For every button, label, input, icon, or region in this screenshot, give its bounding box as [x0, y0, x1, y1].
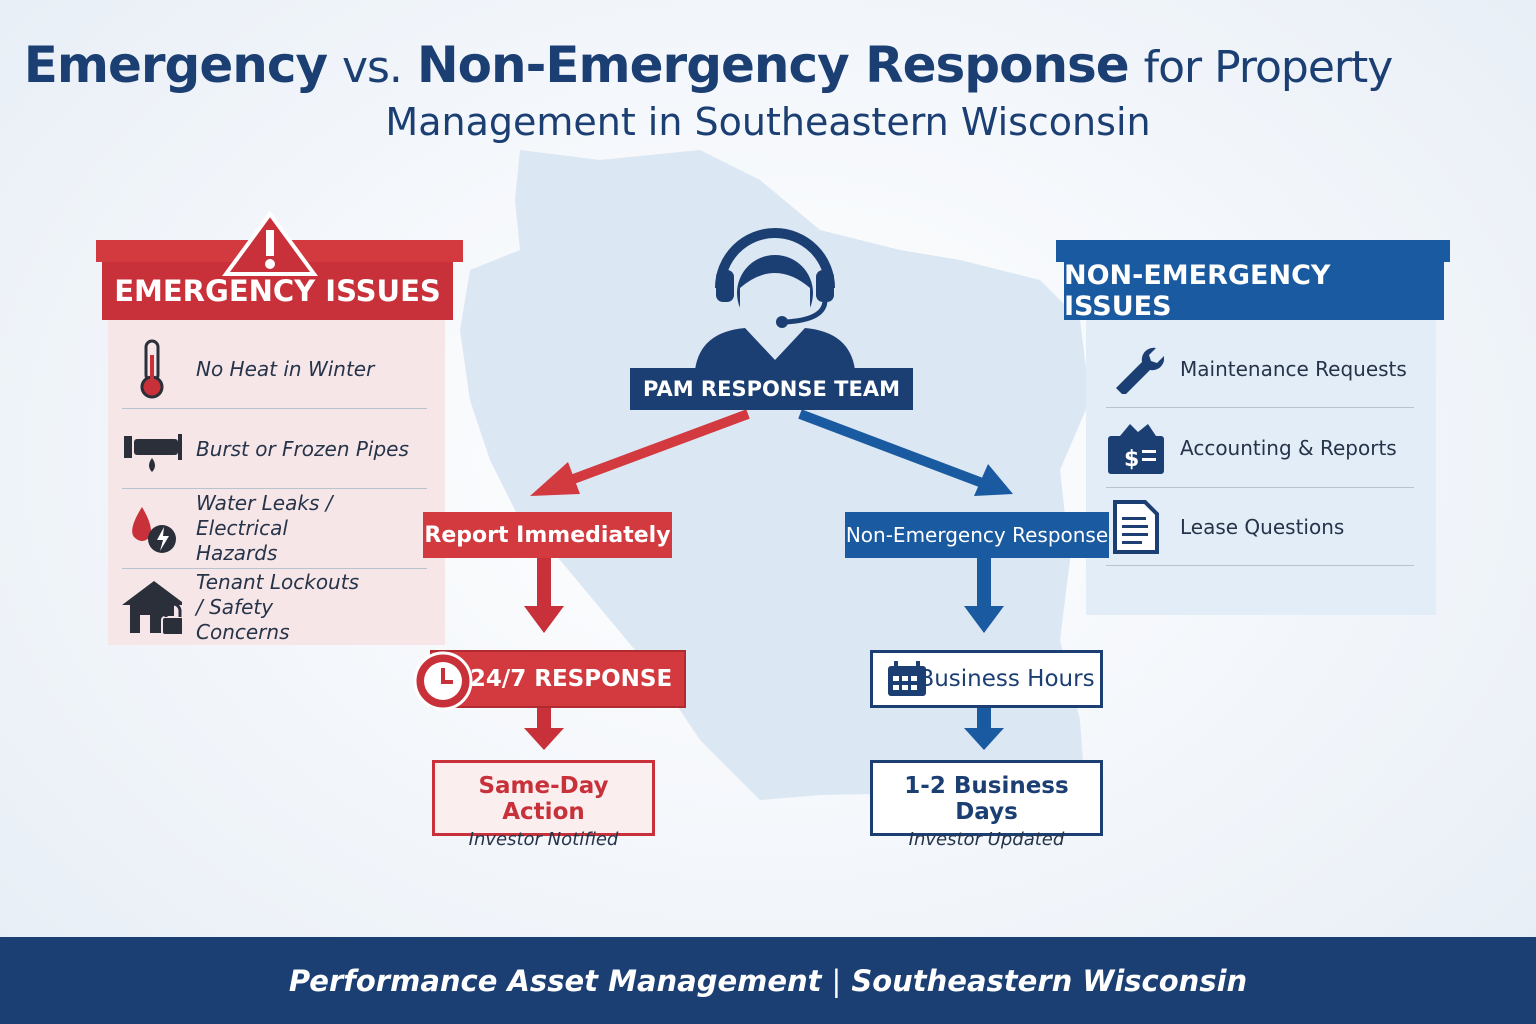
response-24-7-box: 24/7 RESPONSE	[430, 650, 686, 708]
item-label: No Heat in Winter	[196, 357, 375, 381]
non-emergency-header-bar	[1056, 240, 1450, 262]
footer: Performance Asset Management | Southeast…	[0, 937, 1536, 1024]
title-emergency: Emergency	[23, 36, 328, 94]
investor-updated-text: Investor Updated	[908, 829, 1065, 850]
business-days-title: 1-2 Business Days	[904, 773, 1069, 825]
warning-icon	[222, 210, 318, 276]
investor-notified-text: Investor Notified	[468, 829, 619, 850]
list-item: Burst or Frozen Pipes	[122, 409, 427, 489]
footer-company: Performance Asset Management	[288, 963, 822, 998]
money-icon: $	[1106, 420, 1166, 476]
down-arrows-red	[524, 558, 564, 750]
business-hours-box: Business Hours	[870, 650, 1103, 708]
page-title: Emergency vs. Non-Emergency Response for…	[0, 36, 1536, 94]
non-emergency-list: Maintenance Requests $ Accounting & Repo…	[1086, 320, 1436, 615]
calendar-icon	[888, 661, 926, 696]
report-immediately-box: Report Immediately	[423, 512, 672, 558]
title-for-property: for Property	[1143, 42, 1394, 93]
same-day-action-box: Same-Day Action Investor Notified	[432, 760, 655, 850]
non-emergency-arrow	[798, 409, 1013, 496]
list-item: Lease Questions	[1106, 488, 1414, 566]
non-emergency-response-box: Non-Emergency Response	[845, 512, 1109, 558]
footer-separator: |	[831, 963, 842, 998]
house-lock-icon	[122, 577, 182, 637]
business-hours-label: Business Hours	[918, 666, 1095, 692]
emergency-list: No Heat in Winter Burst or Frozen Pipes …	[108, 320, 445, 645]
page-subtitle: Management in Southeastern Wisconsin	[385, 100, 1151, 144]
item-label: Maintenance Requests	[1180, 356, 1407, 381]
clock-icon	[413, 651, 473, 711]
item-label: Lease Questions	[1180, 514, 1345, 539]
item-label: Water Leaks / Electrical Hazards	[196, 491, 333, 565]
down-arrows-blue	[964, 558, 1004, 750]
thermometer-icon	[122, 339, 182, 399]
item-label: Tenant Lockouts / Safety Concerns	[196, 569, 359, 644]
svg-text:$: $	[1124, 447, 1139, 472]
title-vs: vs.	[341, 42, 403, 93]
title-non-emergency: Non-Emergency Response	[416, 36, 1130, 94]
water-electric-icon	[122, 499, 182, 559]
list-item: Tenant Lockouts / Safety Concerns	[122, 569, 427, 645]
footer-region: Southeastern Wisconsin	[851, 963, 1248, 998]
list-item: No Heat in Winter	[122, 330, 427, 409]
headset-agent-icon	[695, 228, 855, 370]
item-label: Accounting & Reports	[1180, 435, 1397, 460]
list-item: $ Accounting & Reports	[1106, 408, 1414, 488]
emergency-arrow	[530, 409, 750, 496]
pam-response-team-label: PAM RESPONSE TEAM	[630, 368, 913, 410]
list-item: Water Leaks / Electrical Hazards	[122, 489, 427, 569]
list-item: Maintenance Requests	[1106, 330, 1414, 408]
same-day-action-title: Same-Day Action	[478, 773, 609, 825]
wrench-icon	[1106, 344, 1166, 394]
emergency-header: EMERGENCY ISSUES	[102, 262, 453, 320]
business-days-box: 1-2 Business Days Investor Updated	[870, 760, 1103, 850]
item-label: Burst or Frozen Pipes	[196, 436, 409, 461]
non-emergency-header: NON-EMERGENCY ISSUES	[1064, 260, 1444, 322]
pipe-icon	[122, 424, 182, 474]
document-icon	[1106, 499, 1166, 555]
